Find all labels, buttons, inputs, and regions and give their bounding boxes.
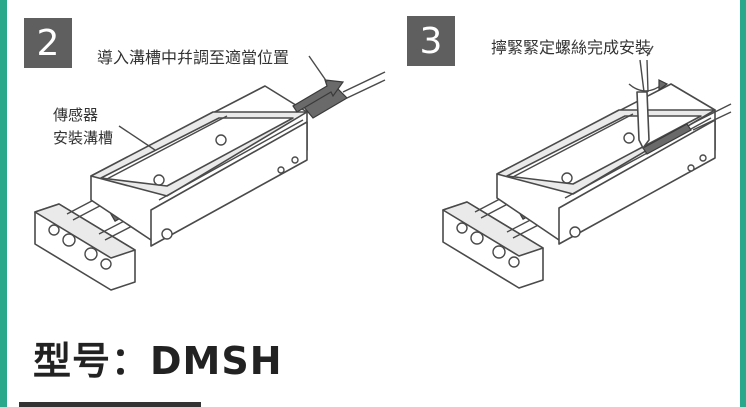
step3-number-badge: 3	[407, 16, 455, 66]
step3-caption: 擰緊緊定螺絲完成安裝	[491, 38, 652, 57]
sensor-label-line2: 安裝溝槽	[53, 129, 114, 147]
model-label: 型号：DMSH	[33, 339, 283, 383]
bottom-rule	[19, 402, 201, 407]
step2-caption: 導入溝槽中幷調至適當位置	[97, 48, 290, 67]
figure-step3-cylinder	[442, 45, 732, 289]
sensor-groove-label: 傳感器 安裝溝槽	[53, 104, 113, 150]
cylinder-illustrations	[34, 45, 732, 291]
figure-step2-cylinder	[34, 55, 386, 291]
sensor-label-line1: 傳感器	[53, 106, 99, 124]
instruction-sheet: 2 導入溝槽中幷調至適當位置 傳感器 安裝溝槽 3 擰緊緊定螺絲完成安裝 型号：…	[7, 0, 740, 407]
step2-number-badge: 2	[24, 18, 72, 68]
